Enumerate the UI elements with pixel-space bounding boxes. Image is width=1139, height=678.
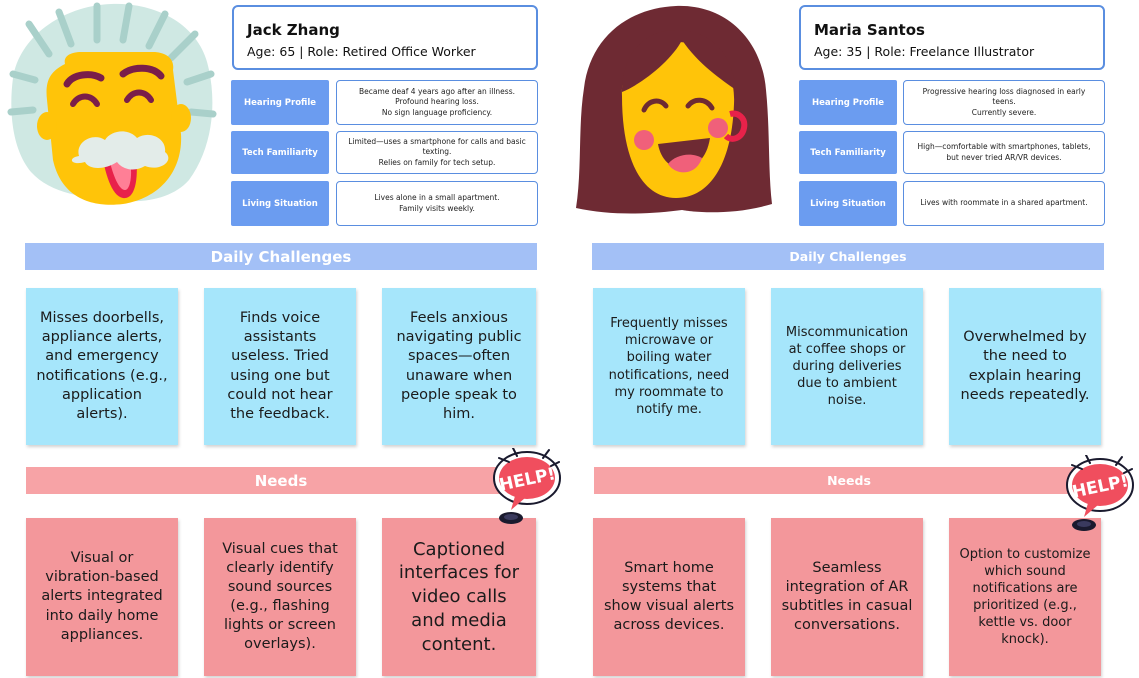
elderly-man-avatar <box>7 2 217 205</box>
persona-meta: Age: 65 | Role: Retired Office Worker <box>247 44 476 59</box>
need-note: Captioned interfaces for video calls and… <box>382 518 536 676</box>
living-situation-value: Lives with roommate in a shared apartmen… <box>903 181 1105 226</box>
hearing-profile-label: Hearing Profile <box>231 80 329 125</box>
woman-avatar <box>576 5 772 214</box>
tech-familiarity-value: High—comfortable with smartphones, table… <box>903 131 1105 174</box>
need-note: Visual or vibration-based alerts integra… <box>26 518 178 676</box>
needs-header: Needs <box>594 467 1104 494</box>
persona-meta: Age: 35 | Role: Freelance Illustrator <box>814 44 1035 59</box>
daily-challenges-header: Daily Challenges <box>592 243 1104 270</box>
challenge-note: Feels anxious navigating public spaces—o… <box>382 288 536 445</box>
persona-maria: Maria Santos Age: 35 | Role: Freelance I… <box>560 0 1139 678</box>
daily-challenges-header: Daily Challenges <box>25 243 537 270</box>
hearing-profile-label: Hearing Profile <box>799 80 897 125</box>
living-situation-label: Living Situation <box>231 181 329 226</box>
hearing-profile-value: Progressive hearing loss diagnosed in ea… <box>903 80 1105 125</box>
persona-name: Jack Zhang <box>247 21 340 39</box>
needs-header: Needs <box>26 467 536 494</box>
persona-card: Maria Santos Age: 35 | Role: Freelance I… <box>799 5 1105 70</box>
tech-familiarity-label: Tech Familiarity <box>799 131 897 174</box>
need-note: Visual cues that clearly identify sound … <box>204 518 356 676</box>
living-situation-label: Living Situation <box>799 181 897 226</box>
need-note: Smart home systems that show visual aler… <box>593 518 745 676</box>
need-note: Option to customize which sound notifica… <box>949 518 1101 676</box>
challenge-note: Miscommunication at coffee shops or duri… <box>771 288 923 445</box>
persona-card: Jack Zhang Age: 65 | Role: Retired Offic… <box>232 5 538 70</box>
hearing-profile-value: Became deaf 4 years ago after an illness… <box>336 80 538 125</box>
help-speech-bubble-icon: HELP! <box>1066 455 1134 531</box>
tech-familiarity-label: Tech Familiarity <box>231 131 329 174</box>
challenge-note: Overwhelmed by the need to explain heari… <box>949 288 1101 445</box>
challenge-note: Finds voice assistants useless. Tried us… <box>204 288 356 445</box>
living-situation-value: Lives alone in a small apartment. Family… <box>336 181 538 226</box>
challenge-note: Misses doorbells, appliance alerts, and … <box>26 288 178 445</box>
need-note: Seamless integration of AR subtitles in … <box>771 518 923 676</box>
challenge-note: Frequently misses microwave or boiling w… <box>593 288 745 445</box>
persona-jack: Jack Zhang Age: 65 | Role: Retired Offic… <box>0 0 561 678</box>
tech-familiarity-value: Limited—uses a smartphone for calls and … <box>336 131 538 174</box>
persona-name: Maria Santos <box>814 21 925 39</box>
help-speech-bubble-icon: HELP! <box>493 448 561 524</box>
